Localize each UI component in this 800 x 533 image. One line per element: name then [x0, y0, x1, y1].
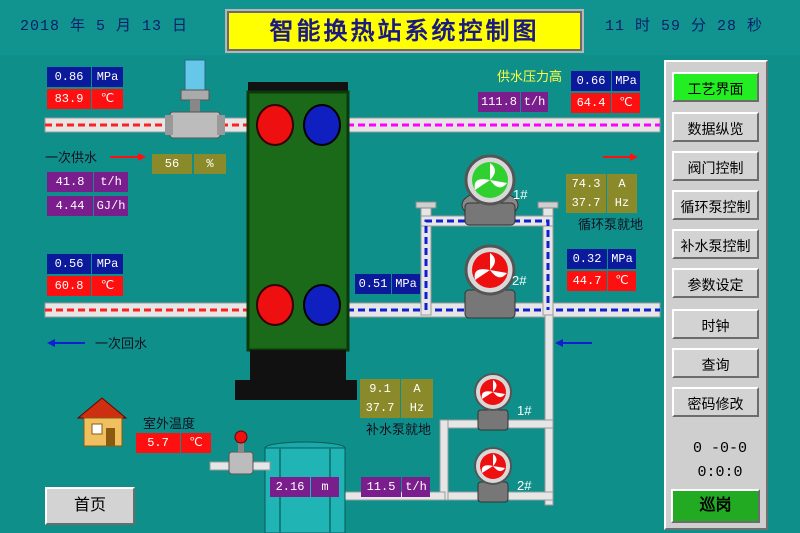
primary-return-temp-unit: ℃ [92, 276, 123, 296]
house-icon [76, 397, 128, 447]
primary-supply-label: 一次供水 [45, 150, 98, 165]
secondary-return-pressure: 0.32 [567, 249, 607, 269]
circ-pump-mode: 循环泵就地 [578, 217, 644, 232]
makeup-flow: 11.5 [361, 477, 401, 497]
menu-parameter-settings[interactable]: 参数设定 [672, 268, 759, 298]
secondary-return-pressure-unit: MPa [608, 249, 636, 269]
status-line-2: 0:0:0 [697, 464, 743, 481]
makeup-pump-1-icon [474, 373, 512, 431]
outdoor-temp-unit: ℃ [181, 433, 211, 453]
menu-query[interactable]: 查询 [672, 348, 759, 378]
secondary-flow: 111.8 [478, 92, 520, 112]
secondary-return-temperature: 44.7 [567, 271, 607, 291]
inlet-valve-indicator [234, 430, 248, 444]
primary-supply-temp-unit: ℃ [92, 89, 123, 109]
menu-process-view[interactable]: 工艺界面 [672, 72, 759, 102]
inlet-valve-icon [228, 451, 254, 475]
makeup-pump-current-unit: A [401, 379, 433, 399]
secondary-flow-unit: t/h [521, 92, 548, 112]
supply-pressure-alarm: 供水压力高 [497, 69, 563, 84]
makeup-pump-freq: 37.7 [360, 398, 400, 418]
control-valve-icon [169, 111, 221, 139]
menu-data-overview[interactable]: 数据纵览 [672, 112, 759, 142]
secondary-return-temp-unit: ℃ [608, 271, 636, 291]
makeup-pump-1-label: 1# [517, 403, 532, 418]
menu-valve-control[interactable]: 阀门控制 [672, 151, 759, 181]
valve-opening-unit: % [194, 154, 226, 174]
arrow-left-icon-2 [555, 339, 592, 347]
primary-supply-pressure-unit: MPa [92, 67, 123, 87]
date-display: 2018 年 5 月 13 日 [20, 18, 189, 35]
secondary-supply-temp-unit: ℃ [612, 93, 640, 113]
makeup-pump-freq-unit: Hz [401, 398, 433, 418]
primary-flow-unit: t/h [94, 172, 128, 192]
primary-return-pressure-unit: MPa [92, 254, 123, 274]
valve-opening: 56 [152, 154, 192, 174]
circ-pump-current-unit: A [607, 174, 637, 194]
circ-pump-freq: 37.7 [566, 193, 606, 213]
exchanger-cap-bottom [250, 350, 346, 380]
home-button[interactable]: 首页 [45, 487, 135, 525]
circ-pump-current: 74.3 [566, 174, 606, 194]
circ-pump-freq-unit: Hz [607, 193, 637, 213]
makeup-pump-mode: 补水泵就地 [366, 422, 432, 437]
makeup-pump-2-label: 2# [517, 478, 532, 493]
outdoor-temp-label: 室外温度 [143, 416, 196, 431]
patrol-button[interactable]: 巡岗 [671, 489, 760, 523]
page-title: 智能换热站系统控制图 [225, 9, 584, 53]
menu-makeup-pump-control[interactable]: 补水泵控制 [672, 229, 759, 259]
primary-return-label: 一次回水 [95, 336, 148, 351]
arrow-right-icon-2 [603, 153, 638, 161]
secondary-supply-pressure-unit: MPa [612, 71, 640, 91]
secondary-supply-temperature: 64.4 [571, 93, 611, 113]
primary-supply-pressure: 0.86 [47, 67, 91, 87]
secondary-supply-pressure: 0.66 [571, 71, 611, 91]
primary-heat: 4.44 [47, 196, 93, 216]
menu-password-change[interactable]: 密码修改 [672, 387, 759, 417]
primary-return-temperature: 60.8 [47, 276, 91, 296]
primary-heat-unit: GJ/h [94, 196, 128, 216]
tank-level: 2.16 [270, 477, 310, 497]
menu-circ-pump-control[interactable]: 循环泵控制 [672, 190, 759, 220]
menu-clock[interactable]: 时钟 [672, 309, 759, 339]
actuator-icon [184, 59, 206, 91]
circ-pump-2-icon [464, 244, 516, 319]
circ-pump-2-label: 2# [512, 273, 527, 288]
makeup-pump-current: 9.1 [360, 379, 400, 399]
arrow-right-icon [110, 153, 146, 161]
circ-pump-1-label: 1# [513, 187, 528, 202]
primary-supply-temperature: 83.9 [47, 89, 91, 109]
outdoor-temperature: 5.7 [136, 433, 180, 453]
time-display: 11 时 59 分 28 秒 [605, 18, 764, 35]
makeup-pump-2-icon [474, 447, 512, 503]
primary-return-pressure: 0.56 [47, 254, 91, 274]
circ-pump-1-icon [461, 154, 519, 226]
mid-pressure-unit: MPa [392, 274, 420, 294]
tank-level-unit: m [311, 477, 339, 497]
arrow-left-icon [47, 339, 85, 347]
mid-pressure: 0.51 [355, 274, 391, 294]
status-line-1: 0 -0-0 [692, 440, 747, 457]
exchanger-base [235, 380, 357, 400]
makeup-flow-unit: t/h [402, 477, 430, 497]
primary-flow: 41.8 [47, 172, 93, 192]
